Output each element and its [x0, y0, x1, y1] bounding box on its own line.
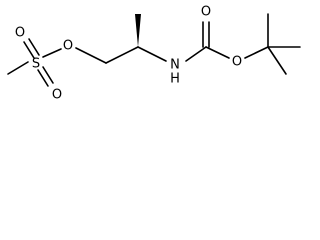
atom-label-oxygen-ester: O — [63, 39, 73, 54]
bond-sulfur-oxygen-double-d — [42, 66, 54, 84]
atom-label-oxygen-carbamate: O — [232, 55, 242, 70]
bond-carbamate-oxygen-tertbutyl — [244, 46, 269, 59]
bond-sulfur-oxygen-double-b — [28, 38, 40, 56]
wedge-bond-methyl — [135, 14, 141, 47]
bond-sulfur-ester-oxygen — [42, 48, 62, 58]
bond-nitrogen-carbonyl — [185, 46, 207, 62]
bond-ester-oxygen-methylene — [75, 47, 107, 64]
chemical-structure-diagram: O S O O N H O O — [7, 5, 301, 103]
bond-methyl-sulfur — [7, 61, 29, 75]
atom-label-nitrogen: N — [170, 58, 180, 73]
bond-methylene-stereocenter — [105, 46, 139, 64]
atom-label-oxygen-sulfonyl-2: O — [52, 88, 62, 103]
bond-sulfur-oxygen-double-c — [37, 69, 49, 87]
atom-label-oxygen-carbonyl: O — [201, 5, 211, 20]
bond-sulfur-oxygen-double-a — [23, 41, 35, 59]
bond-stereocenter-nitrogen — [137, 46, 167, 62]
atom-label-hydrogen: H — [170, 72, 180, 87]
bond-tertbutyl-methyl-down — [267, 46, 287, 75]
atom-label-oxygen-sulfonyl-1: O — [15, 26, 25, 41]
atom-label-sulfur: S — [32, 57, 40, 72]
bond-carbonyl-carbamate-oxygen — [205, 46, 230, 59]
